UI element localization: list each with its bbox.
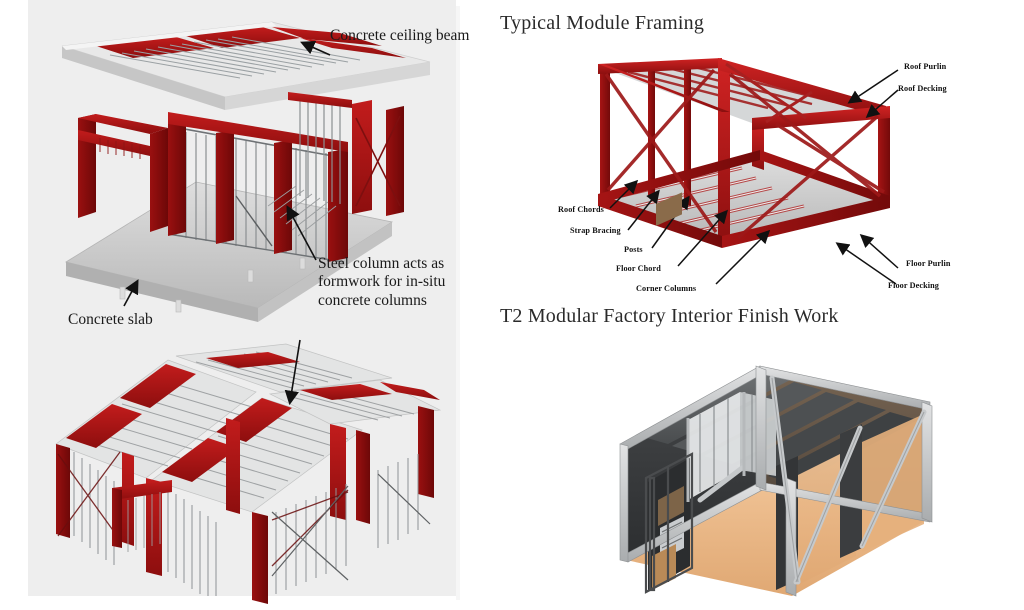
label-roof-chords: Roof Chords xyxy=(558,205,604,214)
label-roof-decking: Roof Decking xyxy=(898,84,947,93)
label-floor-decking: Floor Decking xyxy=(888,281,939,290)
label-corner-columns: Corner Columns xyxy=(636,284,697,293)
label-floor-purlin: Floor Purlin xyxy=(906,259,951,268)
label-floor-chord: Floor Chord xyxy=(616,264,661,273)
label-roof-purlin: Roof Purlin xyxy=(904,62,947,71)
callout-concrete-slab: Concrete slab xyxy=(68,311,153,328)
heading-typical-module-framing: Typical Module Framing xyxy=(500,12,705,34)
callout-concrete-ceiling-beam: Concrete ceiling beam xyxy=(330,27,470,44)
callout-steel-column-formwork: Steel column acts as formwork for in-sit… xyxy=(318,255,446,309)
label-posts: Posts xyxy=(624,245,643,254)
label-strap-bracing: Strap Bracing xyxy=(570,226,621,235)
heading-t2-interior-finish: T2 Modular Factory Interior Finish Work xyxy=(500,305,839,327)
